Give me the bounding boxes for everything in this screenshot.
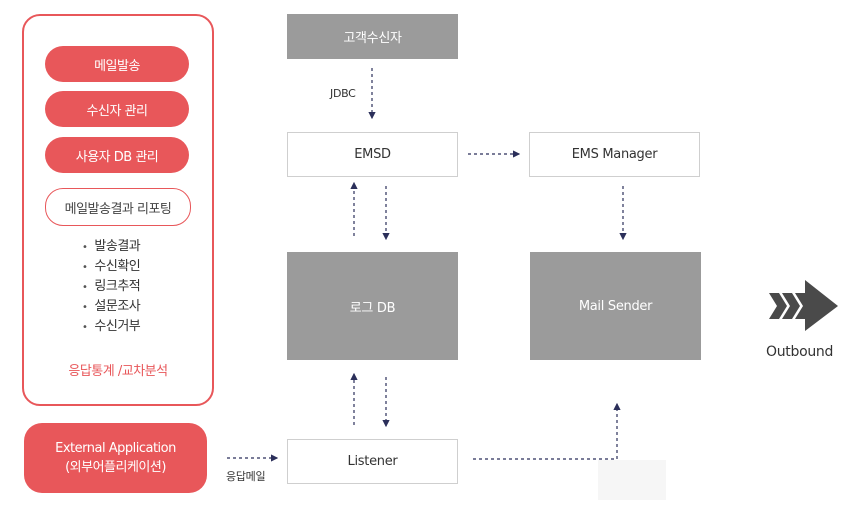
list-item-label: 설문조사	[94, 299, 141, 314]
outbound-arrow-icon	[769, 280, 838, 331]
list-item-label: 발송결과	[94, 239, 141, 254]
list-item-label: 링크추적	[94, 279, 141, 294]
list-item: 설문조사	[82, 297, 140, 317]
list-item: 수신확인	[82, 257, 140, 277]
user-db-management-button[interactable]: 사용자 DB 관리	[45, 137, 189, 173]
log-db-box: 로그 DB	[287, 252, 458, 360]
send-mail-button[interactable]: 메일발송	[45, 46, 189, 82]
analysis-label: 응답통계 /교차분석	[68, 364, 168, 379]
list-item: 링크추적	[82, 277, 140, 297]
recipient-management-button[interactable]: 수신자 관리	[45, 91, 189, 127]
reporting-items-list: 발송결과 수신확인 링크추적 설문조사 수신거부	[82, 237, 140, 337]
customer-recipient-box: 고객수신자	[287, 14, 458, 59]
jdbc-label: JDBC	[330, 87, 356, 100]
faint-placeholder	[598, 460, 666, 500]
mail-sender-box: Mail Sender	[530, 252, 701, 360]
listener-to-sender-arrow	[473, 402, 621, 460]
list-item: 발송결과	[82, 237, 140, 257]
feature-panel: 메일발송 수신자 관리 사용자 DB 관리 메일발송결과 리포팅 발송결과 수신…	[22, 14, 214, 406]
ems-manager-box: EMS Manager	[529, 132, 700, 177]
external-app-subtitle: (외부어플리케이션)	[65, 460, 166, 475]
list-item-label: 수신거부	[94, 319, 141, 334]
list-item-label: 수신확인	[94, 259, 141, 274]
list-item: 수신거부	[82, 317, 140, 337]
reply-mail-label: 응답메일	[226, 470, 266, 483]
mail-result-reporting-button[interactable]: 메일발송결과 리포팅	[45, 188, 191, 226]
external-application-box: External Application (외부어플리케이션)	[24, 423, 207, 493]
external-app-title: External Application	[55, 441, 176, 456]
listener-box: Listener	[287, 439, 458, 484]
outbound-label: Outbound	[766, 344, 834, 360]
emsd-box: EMSD	[287, 132, 458, 177]
